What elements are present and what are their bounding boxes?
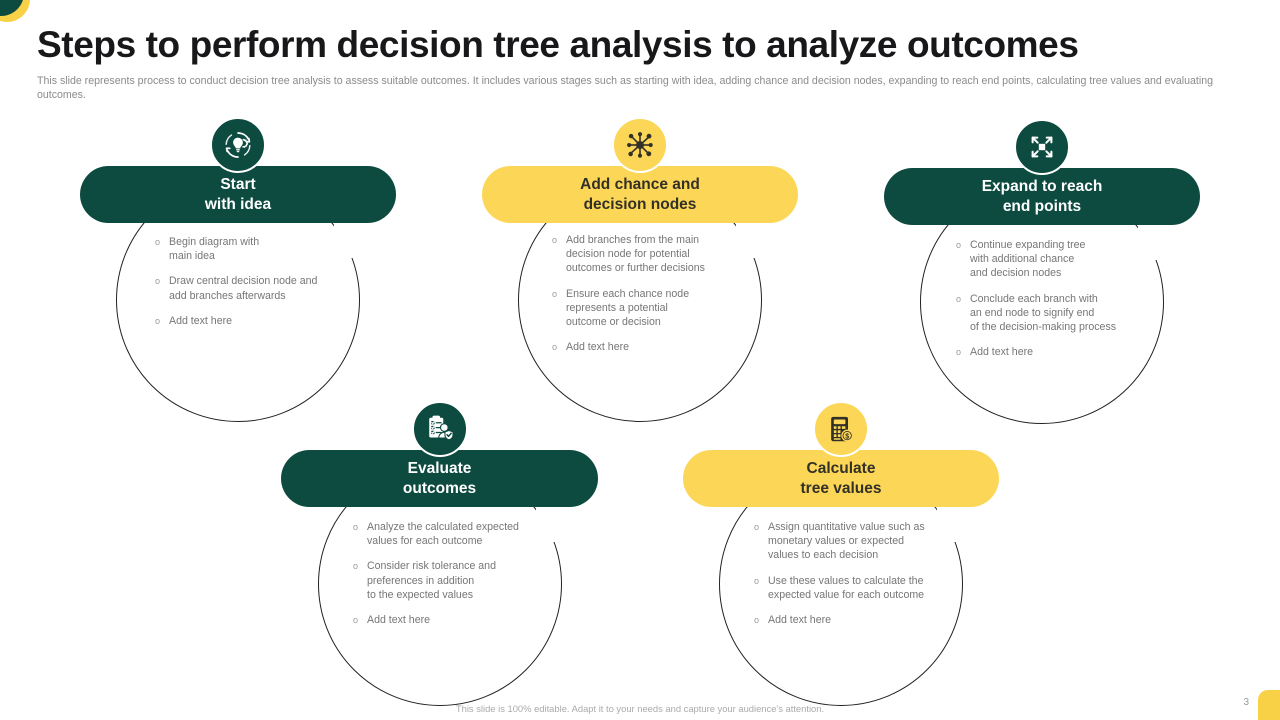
ring-gap-mask: [536, 506, 568, 542]
bullet-item: o Add text here: [155, 314, 370, 328]
bullet-text: Add text here: [970, 346, 1034, 359]
bullet-item: o Analyze the calculated expected values …: [353, 520, 573, 548]
bullet-text: Draw central decision node and add branc…: [169, 275, 318, 302]
ring-gap-mask: [736, 222, 768, 258]
step-title-text: Start with idea: [204, 176, 272, 213]
bullet-text: Continue expanding tree with additional …: [970, 239, 1086, 280]
bullet-marker-icon: o: [155, 237, 161, 247]
calculator-dollar-icon: $: [813, 401, 869, 457]
bullet-item: o Add text here: [956, 345, 1178, 359]
page-title: Steps to perform decision tree analysis …: [37, 24, 1079, 65]
bullet-item: o Ensure each chance node represents a po…: [552, 287, 767, 330]
bullet-marker-icon: o: [552, 342, 558, 353]
step-title-text: Evaluate outcomes: [402, 460, 477, 497]
bullet-text: Analyze the calculated expected values f…: [367, 521, 519, 548]
ring-gap-mask: [1138, 224, 1170, 260]
expand-arrows-icon: [1014, 119, 1070, 175]
step-title-pill[interactable]: Add chance and decision nodes: [482, 166, 798, 223]
top-left-decoration: [0, 0, 60, 50]
bullet-item: o Draw central decision node and add bran…: [155, 274, 370, 302]
bullet-item: o Begin diagram with main idea: [155, 235, 370, 263]
bullet-item: o Use these values to calculate the expec…: [754, 574, 974, 602]
bullet-item: o Conclude each branch with an end node t…: [956, 292, 1178, 335]
bullet-marker-icon: o: [353, 561, 359, 572]
bullet-item: o Add text here: [353, 613, 573, 627]
step-bullet-list: o Continue expanding tree with additional…: [956, 238, 1178, 359]
bullet-text: Add text here: [768, 614, 832, 627]
bullet-text: Use these values to calculate the expect…: [768, 574, 925, 601]
bullet-item: o Consider risk tolerance and preferences…: [353, 559, 573, 602]
ring-gap-mask: [334, 222, 366, 258]
bullet-text: Add text here: [566, 341, 630, 354]
step-bullet-list: o Analyze the calculated expected values …: [353, 520, 573, 627]
bullet-item: o Assign quantitative value such as monet…: [754, 520, 974, 563]
step-title-pill[interactable]: Calculate tree values: [683, 450, 999, 507]
step-title-pill[interactable]: Expand to reach end points: [884, 168, 1200, 225]
footer-note: This slide is 100% editable. Adapt it to…: [455, 703, 825, 714]
bullet-marker-icon: o: [552, 235, 558, 245]
step-bullet-list: o Add branches from the main decision nod…: [552, 233, 767, 354]
bullet-text: Begin diagram with main idea: [169, 236, 260, 263]
ring-gap-mask: [937, 506, 969, 542]
bullet-item: o Add text here: [754, 613, 974, 627]
bullet-text: Assign quantitative value such as moneta…: [768, 521, 925, 562]
bullet-text: Conclude each branch with an end node to…: [970, 292, 1117, 334]
step-bullet-list: o Assign quantitative value such as monet…: [754, 520, 974, 627]
bullet-marker-icon: o: [754, 615, 760, 626]
bullet-item: o Add text here: [552, 340, 767, 354]
clipboard-checklist-person-icon: [412, 401, 468, 457]
bullet-marker-icon: o: [956, 293, 962, 304]
bullet-text: Add branches from the main decision node…: [566, 234, 705, 275]
bottom-right-decoration: [1258, 690, 1280, 720]
step-title-pill[interactable]: Evaluate outcomes: [281, 450, 598, 507]
svg-text:$: $: [845, 433, 849, 440]
step-title-text: Expand to reach end points: [981, 178, 1103, 215]
page-subtitle: This slide represents process to conduct…: [37, 75, 1214, 101]
bullet-marker-icon: o: [956, 347, 962, 358]
page-number: 3: [1243, 697, 1249, 708]
step-title-pill[interactable]: Start with idea: [80, 166, 396, 223]
bullet-marker-icon: o: [754, 575, 760, 586]
bullet-marker-icon: o: [956, 240, 962, 250]
bullet-item: o Continue expanding tree with additional…: [956, 238, 1178, 281]
network-nodes-icon: [612, 117, 668, 173]
bullet-text: Consider risk tolerance and preferences …: [367, 560, 496, 601]
bullet-marker-icon: o: [754, 522, 760, 532]
bullet-marker-icon: o: [155, 315, 161, 326]
bullet-text: Add text here: [367, 614, 431, 627]
bullet-text: Ensure each chance node represents a pot…: [566, 287, 690, 329]
bullet-marker-icon: o: [353, 615, 359, 626]
bullet-text: Add text here: [169, 314, 233, 327]
step-title-text: Calculate tree values: [800, 460, 882, 497]
step-title-text: Add chance and decision nodes: [580, 176, 700, 213]
bullet-marker-icon: o: [353, 522, 359, 532]
bullet-marker-icon: o: [155, 276, 161, 287]
bullet-item: o Add branches from the main decision nod…: [552, 233, 767, 276]
lightbulb-gear-refresh-icon: [210, 117, 266, 173]
bullet-marker-icon: o: [552, 288, 558, 299]
